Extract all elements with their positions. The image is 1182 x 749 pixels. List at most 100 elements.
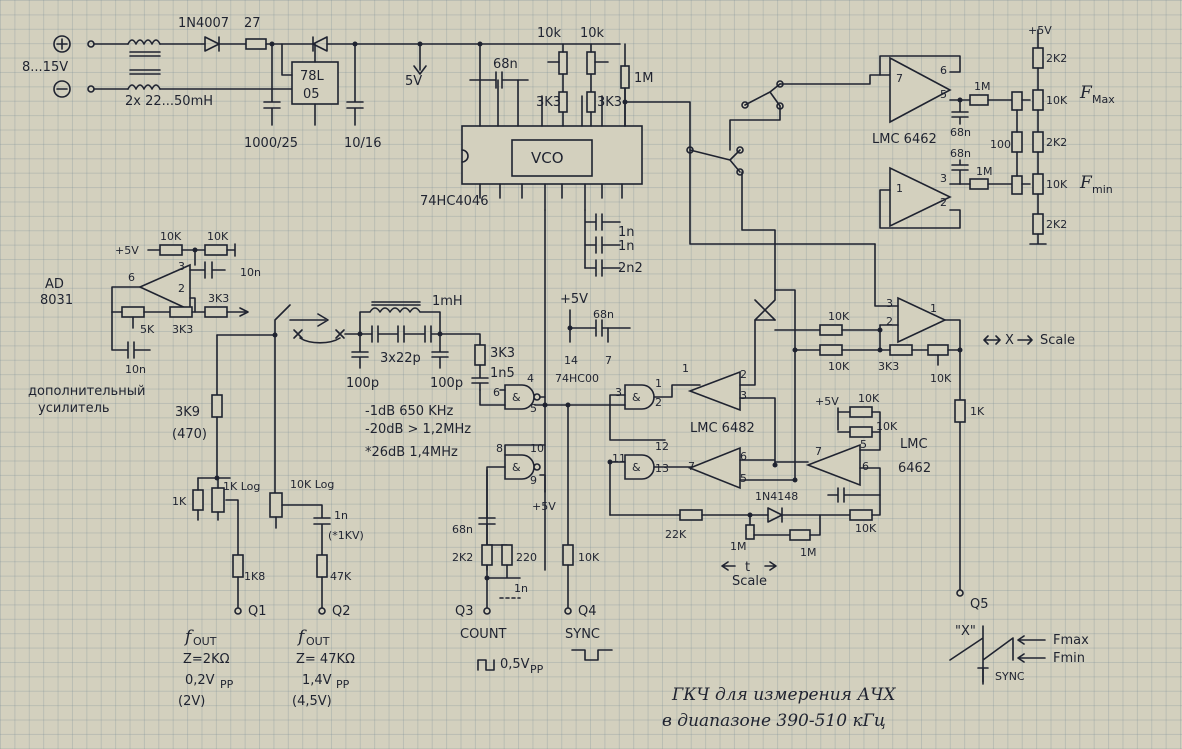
q1-r-alt: (470)	[172, 427, 207, 442]
gates-pin14: 14	[564, 354, 578, 367]
q3-sig-sub: PP	[530, 663, 544, 676]
filter-c-label: 1n5	[490, 366, 515, 381]
cmp-lower-pin7: 7	[688, 460, 695, 473]
ramp-cap1: 68n	[950, 126, 971, 139]
q2-v-sub: PP	[336, 678, 350, 691]
cmp-r7-label: 10K	[876, 420, 898, 433]
filter-r-label: 3K3	[490, 346, 515, 361]
r1-label: 3K3	[536, 95, 561, 110]
q2-cap-label: 1n	[334, 509, 348, 522]
pot2-label: 10k	[580, 26, 605, 41]
lmc6462-lower	[805, 443, 861, 487]
diode-label: 1N4007	[178, 16, 229, 31]
r-100	[1011, 131, 1023, 153]
amp-chip2: 8031	[40, 293, 73, 308]
q2-f-sub: OUT	[306, 635, 330, 648]
q3-r-2k2	[481, 544, 493, 566]
amp-caption1: дополнительный	[28, 384, 145, 399]
cmp-r-10k	[849, 509, 873, 521]
vco-cap-1: 1n	[618, 225, 635, 240]
q1-r3-label: 1K8	[244, 570, 265, 583]
q3-cap-label: 68n	[452, 523, 473, 536]
outputs-q3-q4-q5: 68n 2K2 220 1n Q3 COUNT 0,5V PP 10K Q4 S…	[452, 402, 1089, 685]
scale-r1-label: 10K	[828, 310, 850, 323]
cmp-vplus: +5V	[815, 395, 839, 408]
ramp-potmin: 10K	[1046, 178, 1068, 191]
amp-r3-label: 3K3	[172, 323, 193, 336]
cmp-r22k-label: 22K	[665, 528, 687, 541]
filter-caps: 3x22p	[380, 351, 421, 366]
q5-label: Q5	[970, 597, 989, 612]
opamp-bottom	[889, 166, 952, 228]
ramp-rin1: 1M	[974, 80, 991, 93]
vco-block	[511, 139, 593, 177]
r-1m-top	[969, 94, 989, 106]
r-1m	[620, 65, 630, 89]
pot1-label: 10k	[537, 26, 562, 41]
plus-terminal-icon	[53, 35, 71, 53]
q3-sig: 0,5V	[500, 657, 530, 672]
pot-10k-min	[1032, 173, 1044, 195]
r-2k2-mid	[1032, 131, 1044, 153]
power-supply: 8...15V 2x 22...50mH 1N4007 27 1000/25 7…	[22, 16, 621, 151]
pin2: 2	[940, 196, 947, 209]
q2-v: 1,4V	[302, 673, 332, 688]
amp-r1-label: 10K	[160, 230, 182, 243]
comparator-lower	[687, 446, 741, 490]
fmin-label: F	[1079, 173, 1093, 193]
amp-pin6: 6	[128, 271, 135, 284]
vco-label: VCO	[531, 149, 564, 167]
cmp-r1m-1: 1M	[730, 540, 747, 553]
fmax-label: F	[1079, 83, 1093, 103]
q4-r-10k	[562, 544, 574, 566]
ramp-vplus: +5V	[1028, 24, 1052, 37]
nand-gate-4	[624, 454, 655, 480]
g3-pin-a: 3	[615, 386, 622, 399]
q1-r-label: 3K9	[175, 405, 200, 420]
cmp-upper-pin2: 2	[740, 368, 747, 381]
title-line1: ГКЧ для измерения АЧХ	[671, 685, 896, 705]
cmp-scale-label: Scale	[732, 574, 767, 589]
filter-cleft: 100p	[346, 376, 379, 391]
opamp-ad8031	[138, 263, 191, 312]
lmc-lower-pin5: 5	[860, 438, 867, 451]
gates-section: +5V 68n 14 7 74HC00 & 6 5 4 & 10 9 8 +5V…	[479, 292, 701, 571]
amp-pot-label: 5K	[140, 323, 155, 336]
q1-v-sub: PP	[220, 678, 234, 691]
cmp-r-1m	[789, 529, 811, 541]
g2-pin-a: 10	[530, 442, 544, 455]
q1-r2-label: 1K	[172, 495, 187, 508]
cmp-upper-pin1: 1	[682, 362, 689, 375]
vco-cap-2: 1n	[618, 239, 635, 254]
choke-label: 2x 22...50mH	[125, 94, 213, 109]
cmp-r-22k	[679, 509, 703, 521]
q5-fmin: Fmin	[1053, 651, 1085, 666]
outputs-q1-q2: 3K9 (470) 1K 1K Log 1K8 Q1 f OUT Z=2KΩ 0…	[172, 332, 364, 709]
pot-10k-2	[586, 51, 596, 75]
r-1m-bot	[969, 178, 989, 190]
pot-fmin	[1011, 175, 1023, 195]
nand3-amp: &	[632, 391, 641, 404]
scale-pot	[927, 344, 949, 356]
cmp-upper-pin3: 3	[740, 389, 747, 402]
cmp-r7	[849, 426, 873, 438]
pin3: 3	[940, 172, 947, 185]
cmp-r10k-label: 10K	[855, 522, 877, 535]
resistor-27	[245, 38, 267, 50]
nand2-amp: &	[512, 461, 521, 474]
pot-10k-max	[1032, 89, 1044, 111]
q5-fmax: Fmax	[1053, 633, 1089, 648]
opamp-label: LMC 6462	[872, 132, 937, 147]
amp-caption2: усилитель	[38, 401, 110, 416]
q2-cap-alt: (*1KV)	[328, 529, 364, 542]
vco-cap-label: 68n	[493, 57, 518, 72]
scale-r3	[889, 344, 913, 356]
q1-r-3k9	[211, 394, 223, 418]
amp-r2-label: 10K	[207, 230, 229, 243]
diode-icon	[204, 36, 220, 52]
q4-sync: SYNC	[565, 627, 600, 642]
cmp-chip: LMC 6482	[690, 421, 755, 436]
scale-label: Scale	[1040, 333, 1075, 348]
amp-vplus: +5V	[115, 244, 139, 257]
